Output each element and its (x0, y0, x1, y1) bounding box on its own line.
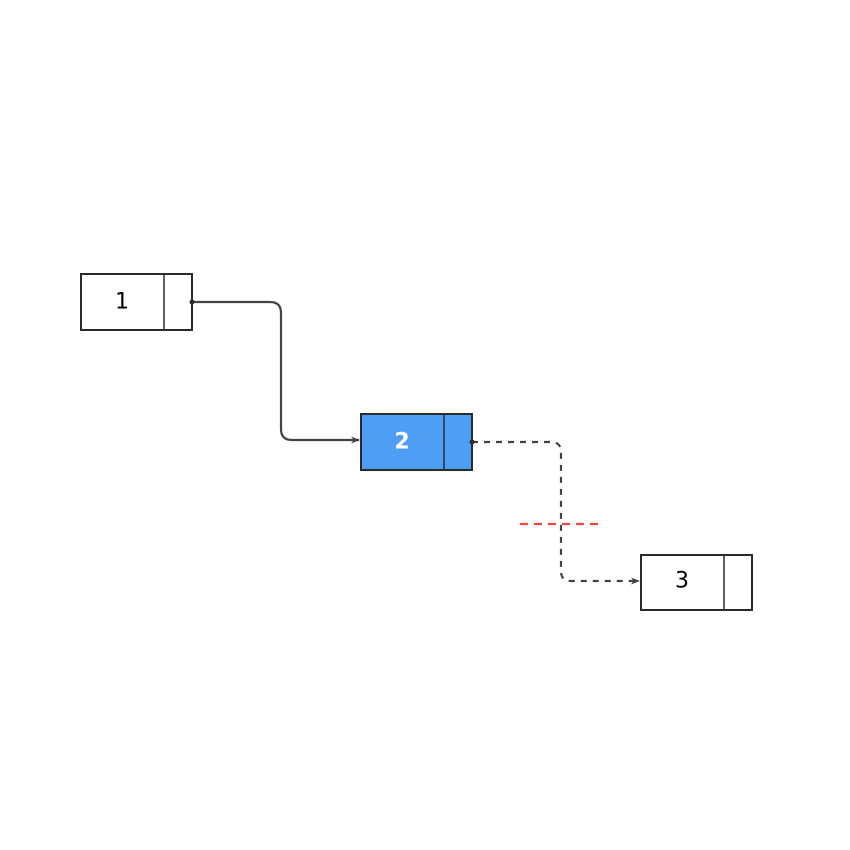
node-value: 3 (675, 569, 689, 594)
list-node-1: 1 (80, 273, 195, 331)
node-pointer-dot (189, 299, 195, 305)
link-2-to-3 (472, 440, 640, 585)
node-box-highlighted (360, 413, 473, 471)
node-pointer-dot (469, 439, 475, 445)
list-node-3: 3 (640, 554, 753, 611)
link-1-to-2 (192, 300, 360, 444)
node-box (640, 554, 753, 611)
node-value: 1 (115, 290, 129, 315)
node-box (80, 273, 193, 331)
list-node-2: 2 (360, 413, 475, 471)
node-value: 2 (394, 430, 409, 455)
